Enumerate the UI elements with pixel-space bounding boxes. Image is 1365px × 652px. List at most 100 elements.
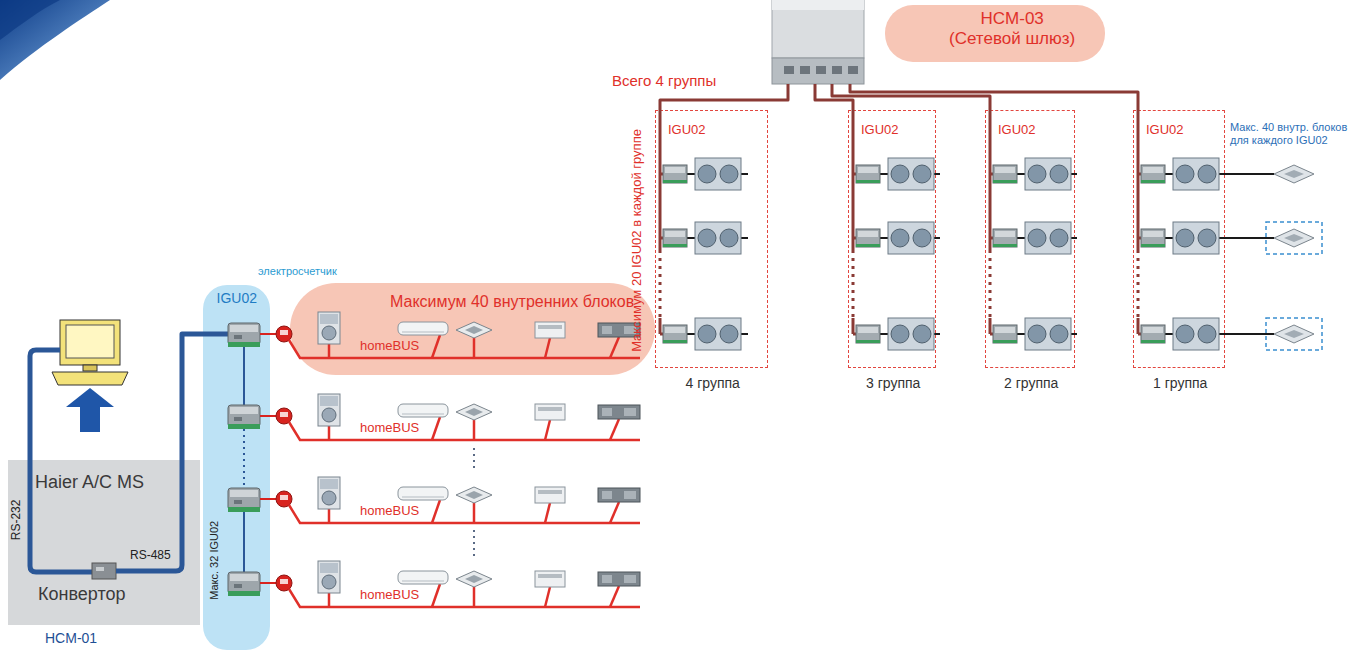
group-heading: IGU02 bbox=[668, 123, 706, 138]
bus-label: homeBUS bbox=[360, 339, 419, 354]
indoor-highlight bbox=[1266, 222, 1322, 254]
gateway-device bbox=[772, 0, 864, 58]
gateway-device bbox=[772, 58, 864, 84]
vrf-outdoor-unit bbox=[695, 158, 741, 190]
outdoor-unit bbox=[318, 312, 340, 593]
igu02-device-small bbox=[1141, 325, 1165, 343]
homebus-wire bbox=[328, 593, 331, 607]
upload-arrow bbox=[66, 388, 114, 407]
homebus-wire bbox=[432, 584, 440, 607]
corner-swoosh bbox=[0, 0, 110, 80]
computer-icon bbox=[52, 320, 128, 385]
unit-wire bbox=[934, 333, 940, 335]
unit-wire bbox=[687, 174, 1274, 334]
meter-wire bbox=[260, 582, 276, 584]
unit-wire bbox=[880, 333, 888, 335]
outdoor-unit bbox=[318, 394, 340, 426]
cassette-unit-right bbox=[1274, 229, 1314, 247]
group-bus bbox=[1137, 318, 1140, 334]
group-bus bbox=[852, 110, 855, 250]
homebus-wire bbox=[610, 337, 619, 358]
rs232-cable bbox=[30, 350, 92, 572]
igu02-device-small bbox=[993, 165, 1017, 183]
vrf-outdoor-unit bbox=[695, 318, 741, 350]
unit-wire bbox=[687, 333, 695, 335]
wall-unit bbox=[398, 571, 448, 584]
igu02-device-small bbox=[1141, 229, 1165, 247]
gateway-description: (Сетевой шлюз) bbox=[949, 29, 1075, 49]
gateway-device bbox=[772, 0, 864, 84]
port-label: RS-485 bbox=[130, 549, 171, 563]
igu02-device bbox=[228, 488, 260, 512]
vrf-outdoor-unit bbox=[1173, 222, 1219, 254]
gateway-device bbox=[832, 66, 842, 74]
group-bus bbox=[852, 250, 855, 318]
unit-wire bbox=[1165, 333, 1173, 335]
group-caption: 3 группа bbox=[866, 375, 920, 391]
group-bus bbox=[659, 250, 662, 318]
meter-wire bbox=[260, 498, 276, 500]
group-bus bbox=[660, 110, 1141, 334]
indoor-highlight bbox=[1266, 222, 1322, 350]
homebus-wire bbox=[328, 509, 331, 523]
electric-meter bbox=[276, 575, 292, 591]
group-bus bbox=[659, 318, 662, 334]
group-heading: IGU02 bbox=[861, 123, 899, 138]
wall-unit bbox=[398, 322, 448, 335]
unit-wire bbox=[1017, 173, 1025, 175]
gateway-device bbox=[772, 0, 864, 10]
vrf-outdoor-unit bbox=[695, 158, 1219, 350]
rs485-cable bbox=[243, 429, 245, 488]
group-bus bbox=[989, 110, 992, 250]
igu02-device-small bbox=[993, 229, 1017, 247]
vrf-outdoor-unit bbox=[1173, 158, 1219, 190]
homebus-wire bbox=[289, 340, 640, 358]
gateway-model: HCM-03 bbox=[981, 9, 1044, 29]
port-label: RS-232 bbox=[10, 500, 24, 541]
igu02-device-small bbox=[856, 229, 880, 247]
group-bus bbox=[1137, 110, 1140, 250]
group-count-note: Всего 4 группы bbox=[612, 72, 716, 89]
indoor-highlight bbox=[1266, 318, 1322, 350]
cassette-unit bbox=[456, 487, 492, 503]
software-name: Haier A/C MS bbox=[35, 472, 144, 493]
homebus-wire bbox=[545, 587, 550, 607]
group-bus bbox=[852, 318, 855, 334]
electric-meter bbox=[276, 326, 292, 342]
floor-unit bbox=[535, 322, 565, 338]
computer-icon bbox=[52, 372, 128, 385]
computer-icon bbox=[83, 365, 97, 371]
continuation-dots bbox=[473, 448, 475, 470]
homebus-wire bbox=[545, 420, 550, 440]
unit-wire bbox=[741, 237, 748, 239]
band-limit: Макс. 32 IGU02 bbox=[208, 520, 221, 599]
unit-wire bbox=[880, 173, 888, 175]
unit-wire bbox=[1165, 173, 1173, 175]
vrf-outdoor-unit bbox=[888, 158, 934, 190]
igu02-device-small bbox=[856, 325, 880, 343]
meter-wire bbox=[260, 415, 276, 417]
duct-unit bbox=[598, 323, 640, 586]
cassette-unit bbox=[456, 322, 492, 338]
vrf-outdoor-unit bbox=[1025, 158, 1071, 190]
group-caption: 2 группа bbox=[1004, 375, 1058, 391]
continuation-dots bbox=[473, 530, 475, 556]
cassette-unit-right bbox=[1274, 165, 1314, 183]
upload-arrow bbox=[66, 388, 114, 432]
group-bus bbox=[989, 318, 992, 334]
rs485-line bbox=[182, 334, 203, 460]
band-heading: Максимум 40 внутренних блоков bbox=[390, 293, 634, 311]
homebus-wire bbox=[328, 426, 331, 440]
gateway-line bbox=[850, 84, 1138, 110]
gateway-badge bbox=[885, 5, 1105, 62]
group-caption: 1 группа bbox=[1153, 375, 1207, 391]
bus-label: homeBUS bbox=[360, 588, 419, 603]
wall-unit bbox=[398, 322, 448, 584]
floor-unit bbox=[535, 571, 565, 587]
homebus-wire bbox=[545, 503, 550, 523]
gateway-device bbox=[784, 66, 794, 74]
homebus-wire bbox=[610, 586, 619, 607]
band-heading: IGU02 bbox=[217, 290, 257, 306]
